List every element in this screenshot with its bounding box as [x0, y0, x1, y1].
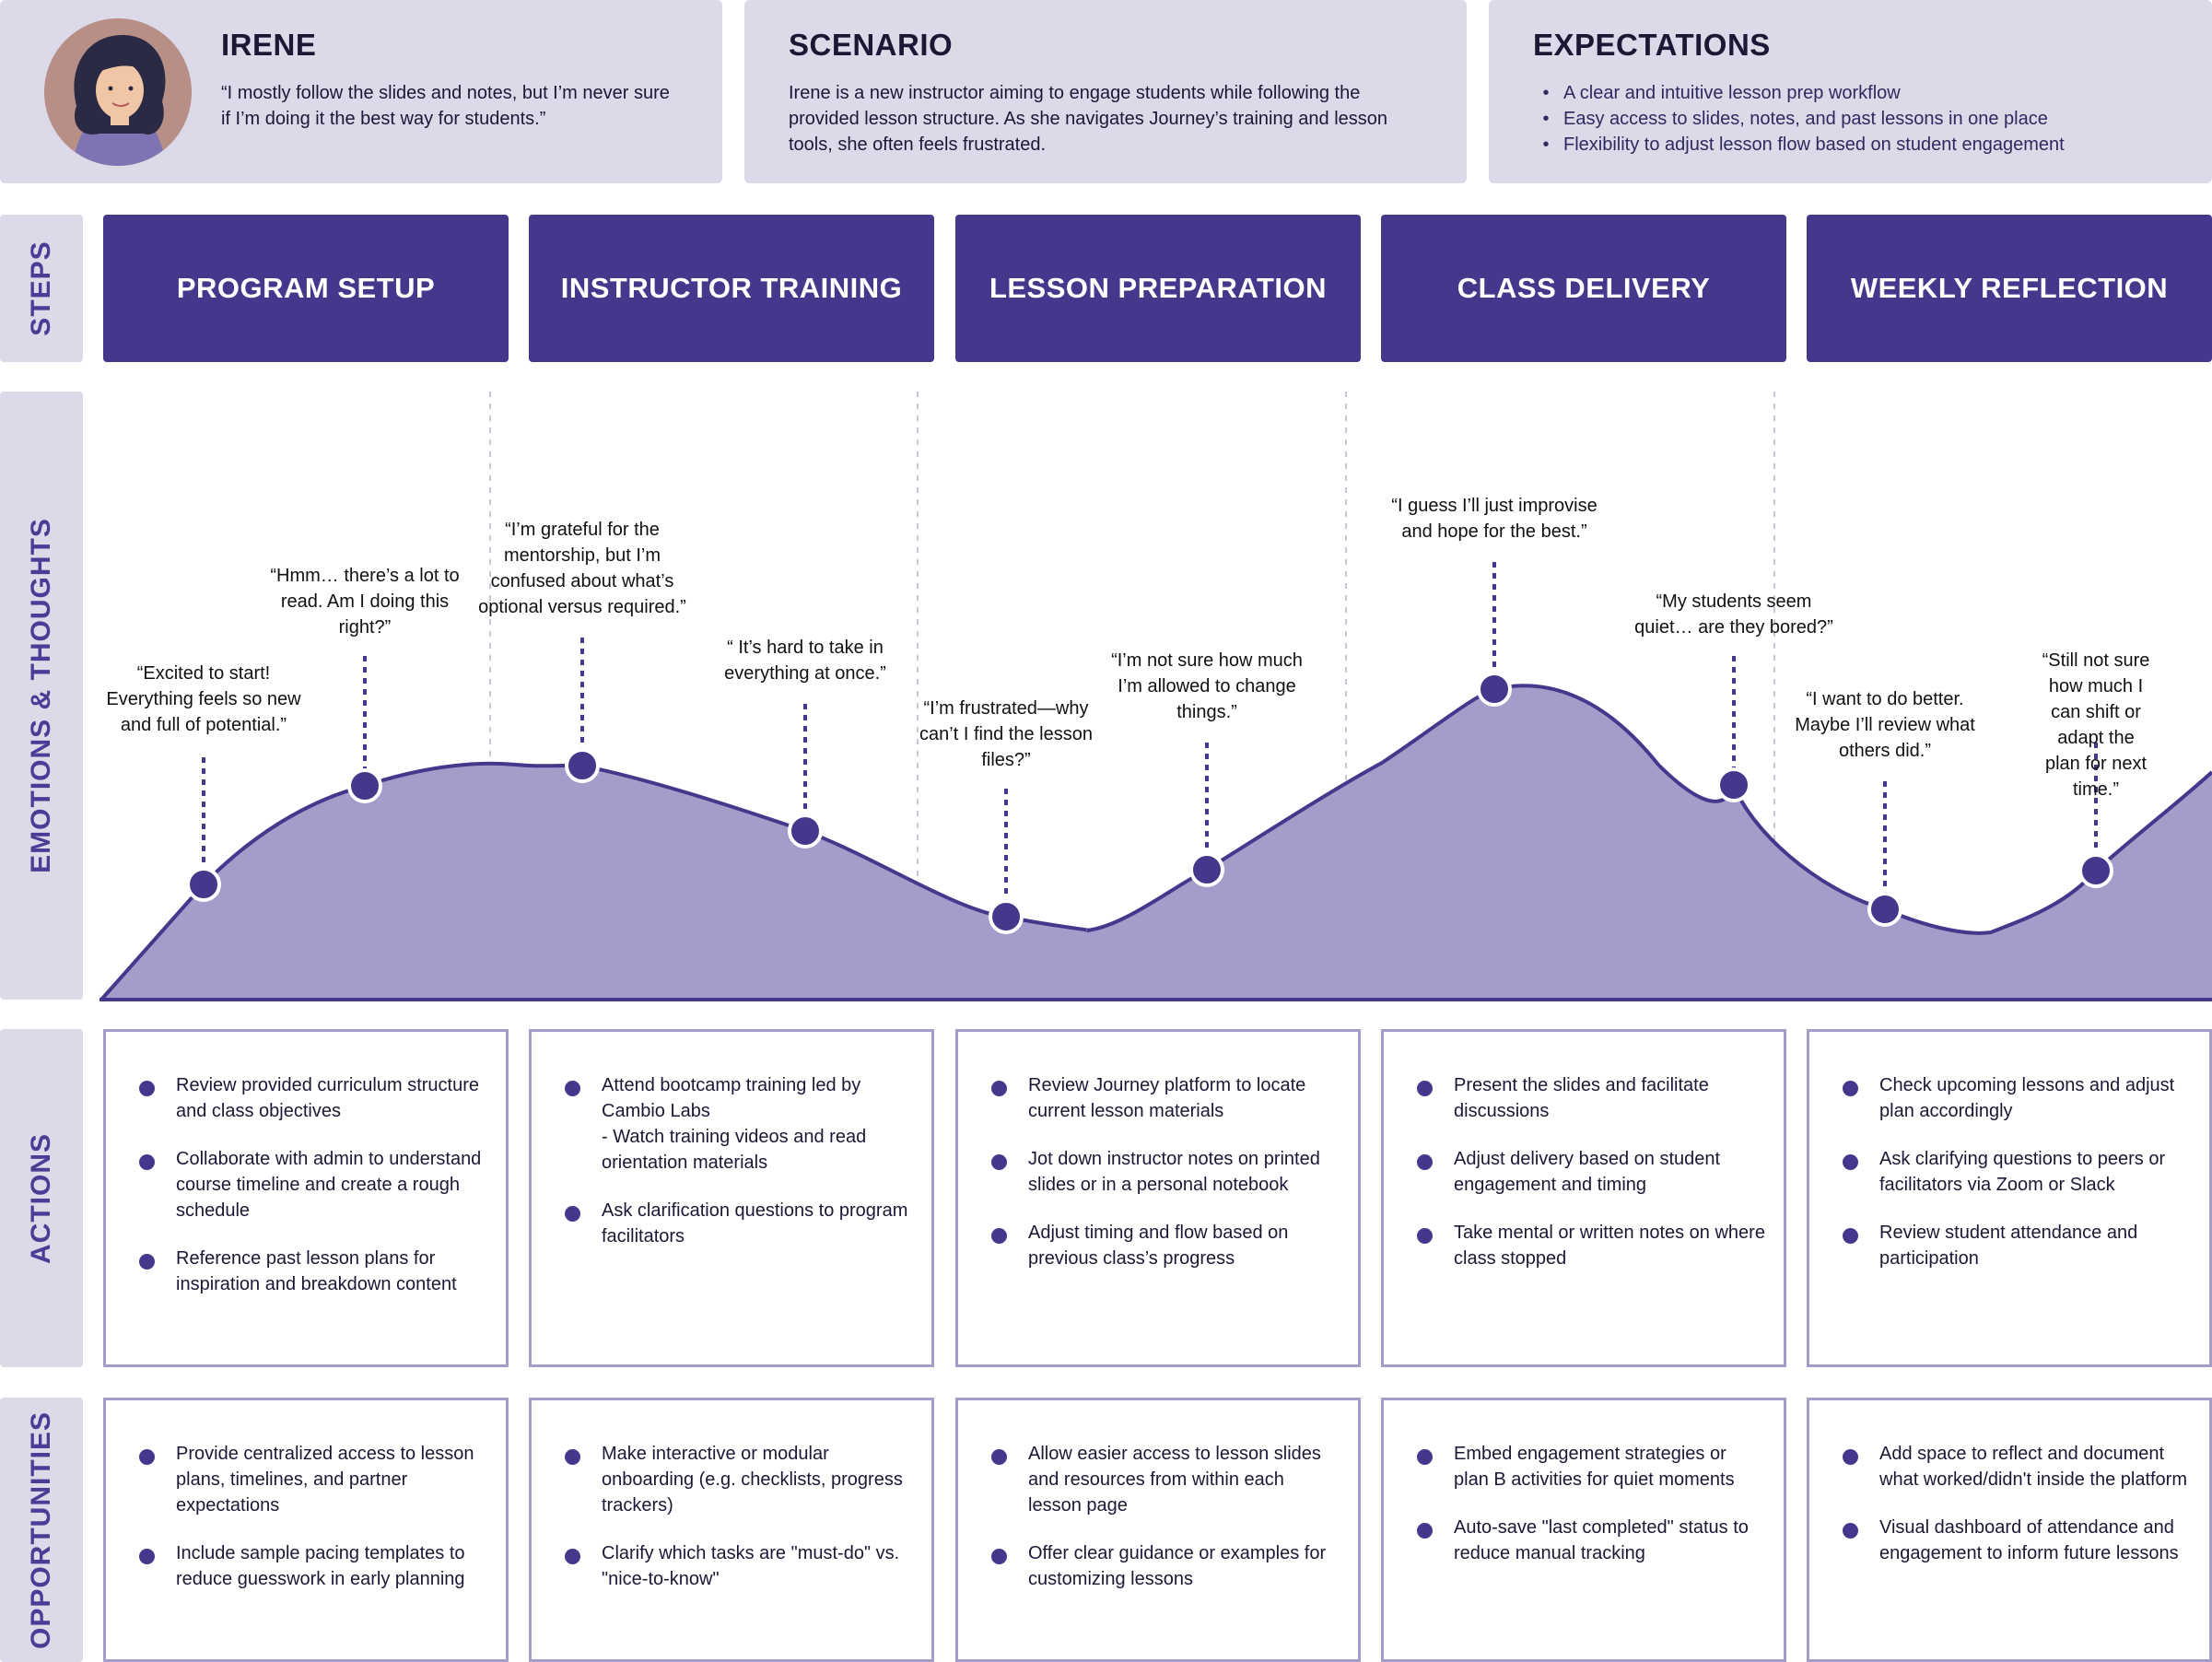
opportunity-item: Make interactive or modular onboarding (… — [565, 1441, 913, 1518]
opportunities-box-weekly-reflection: Add space to reflect and document what w… — [1807, 1398, 2212, 1662]
action-item: Reference past lesson plans for inspirat… — [139, 1246, 487, 1297]
expectation-item: Easy access to slides, notes, and past l… — [1537, 106, 2065, 132]
scenario-card: SCENARIO Irene is a new instructor aimin… — [744, 0, 1467, 183]
action-item: Review student attendance and participat… — [1843, 1220, 2191, 1271]
row-label-steps: STEPS — [0, 215, 83, 362]
emotion-curve-chart — [99, 392, 2212, 1001]
step-class-delivery: CLASS DELIVERY — [1381, 215, 1786, 362]
opportunities-box-instructor-training: Make interactive or modular onboarding (… — [529, 1398, 934, 1662]
emotion-quote-7: “I guess I’ll just improvise and hope fo… — [1391, 496, 1598, 542]
step-lesson-preparation: LESSON PREPARATION — [955, 215, 1361, 362]
expectations-card: EXPECTATIONS A clear and intuitive lesso… — [1489, 0, 2212, 183]
emotion-quote-5: “I’m frustrated—why can’t I find the les… — [919, 698, 1093, 770]
emotion-quote-4: “ It’s hard to take in everything at onc… — [724, 638, 886, 684]
emotion-point — [1189, 852, 1224, 887]
avatar — [44, 18, 192, 166]
opportunity-item: Embed engagement strategies or plan B ac… — [1417, 1441, 1765, 1492]
row-label-opportunities-text: OPPORTUNITIES — [26, 1410, 56, 1649]
opportunity-item: Include sample pacing templates to reduc… — [139, 1540, 487, 1592]
expectations-list: A clear and intuitive lesson prep workfl… — [1537, 80, 2065, 158]
action-item: Ask clarifying questions to peers or fac… — [1843, 1146, 2191, 1198]
expectation-item: Flexibility to adjust lesson flow based … — [1537, 132, 2065, 158]
action-item: Adjust timing and flow based on previous… — [991, 1220, 1340, 1271]
action-item: Jot down instructor notes on printed sli… — [991, 1146, 1340, 1198]
opportunity-item: Auto-save "last completed" status to red… — [1417, 1515, 1765, 1566]
action-item: Ask clarification questions to program f… — [565, 1198, 913, 1249]
expectation-item: A clear and intuitive lesson prep workfl… — [1537, 80, 2065, 106]
emotion-quote-2: “Hmm… there’s a lot to read. Am I doing … — [270, 566, 460, 638]
actions-box-lesson-preparation: Review Journey platform to locate curren… — [955, 1029, 1361, 1367]
emotion-quote-3: “I’m grateful for the mentorship, but I’… — [478, 520, 686, 617]
action-item: Review provided curriculum structure and… — [139, 1072, 487, 1124]
expectations-title: EXPECTATIONS — [1533, 28, 1771, 62]
opportunity-item: Visual dashboard of attendance and engag… — [1843, 1515, 2191, 1566]
emotion-area — [101, 685, 2212, 1000]
emotion-point — [2078, 853, 2113, 888]
opportunity-item: Clarify which tasks are "must-do" vs. "n… — [565, 1540, 913, 1592]
persona-name: IRENE — [221, 28, 317, 62]
opportunities-box-lesson-preparation: Allow easier access to lesson slides and… — [955, 1398, 1361, 1662]
actions-box-instructor-training: Attend bootcamp training led by Cambio L… — [529, 1029, 934, 1367]
row-label-actions-text: ACTIONS — [26, 1132, 56, 1264]
emotion-point — [1867, 892, 1902, 927]
emotion-markers — [202, 562, 2098, 907]
scenario-title: SCENARIO — [789, 28, 954, 62]
persona-card: IRENE “I mostly follow the slides and no… — [0, 0, 722, 183]
action-item: Attend bootcamp training led by Cambio L… — [565, 1072, 913, 1176]
opportunity-item: Offer clear guidance or examples for cus… — [991, 1540, 1340, 1592]
opportunity-item: Provide centralized access to lesson pla… — [139, 1441, 487, 1518]
emotion-point — [1477, 672, 1512, 707]
emotion-point — [1716, 767, 1751, 802]
row-label-opportunities: OPPORTUNITIES — [0, 1398, 83, 1662]
row-label-actions: ACTIONS — [0, 1029, 83, 1367]
emotion-quote-1: “Excited to start! Everything feels so n… — [106, 663, 301, 735]
emotion-point — [565, 748, 600, 783]
emotion-quote-9: “I want to do better. Maybe I’ll review … — [1795, 689, 1975, 761]
actions-box-class-delivery: Present the slides and facilitate discus… — [1381, 1029, 1786, 1367]
opportunity-item: Allow easier access to lesson slides and… — [991, 1441, 1340, 1518]
scenario-text: Irene is a new instructor aiming to enga… — [789, 83, 1388, 155]
action-item: Adjust delivery based on student engagem… — [1417, 1146, 1765, 1198]
action-item: Take mental or written notes on where cl… — [1417, 1220, 1765, 1271]
step-program-setup: PROGRAM SETUP — [103, 215, 509, 362]
emotion-points — [186, 672, 2113, 934]
emotion-point — [788, 813, 823, 849]
row-label-emotions: EMOTIONS & THOUGHTS — [0, 392, 83, 1000]
opportunities-box-class-delivery: Embed engagement strategies or plan B ac… — [1381, 1398, 1786, 1662]
step-instructor-training: INSTRUCTOR TRAINING — [529, 215, 934, 362]
action-item: Collaborate with admin to understand cou… — [139, 1146, 487, 1223]
emotion-quote-6: “I’m not sure how much I’m allowed to ch… — [1111, 650, 1303, 722]
actions-box-program-setup: Review provided curriculum structure and… — [103, 1029, 509, 1367]
emotion-point — [989, 899, 1024, 934]
emotion-quote-10: “Still not sure how much I can shift or … — [2042, 650, 2150, 800]
opportunities-box-program-setup: Provide centralized access to lesson pla… — [103, 1398, 509, 1662]
action-item: Review Journey platform to locate curren… — [991, 1072, 1340, 1124]
emotion-point — [186, 867, 221, 902]
emotion-quote-8: “My students seem quiet… are they bored?… — [1634, 591, 1833, 638]
step-weekly-reflection: WEEKLY REFLECTION — [1807, 215, 2212, 362]
opportunity-item: Add space to reflect and document what w… — [1843, 1441, 2191, 1492]
action-item: Present the slides and facilitate discus… — [1417, 1072, 1765, 1124]
persona-quote: “I mostly follow the slides and notes, b… — [221, 83, 670, 129]
emotion-point — [347, 768, 382, 803]
action-item: Check upcoming lessons and adjust plan a… — [1843, 1072, 2191, 1124]
actions-box-weekly-reflection: Check upcoming lessons and adjust plan a… — [1807, 1029, 2212, 1367]
